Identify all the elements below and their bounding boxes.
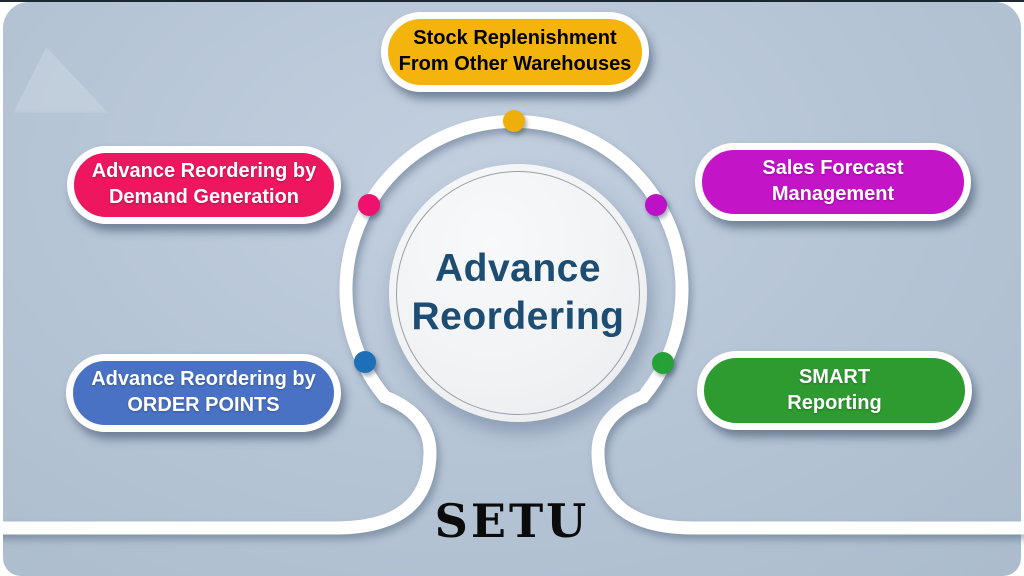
connector-dot-stock-replenishment — [503, 110, 525, 132]
node-label-line2: ORDER POINTS — [127, 394, 280, 416]
node-stock-replenishment: Stock Replenishment From Other Warehouse… — [381, 12, 649, 92]
connector-dot-demand-generation — [358, 194, 380, 216]
node-demand-generation: Advance Reordering by Demand Generation — [67, 146, 341, 224]
connector-dot-order-points — [354, 351, 376, 373]
connector-dot-sales-forecast — [645, 194, 667, 216]
node-label-line1: Advance Reordering by — [91, 160, 317, 183]
node-order-points: Advance Reordering by ORDER POINTS — [66, 354, 341, 432]
center-circle: Advance Reordering — [389, 164, 647, 422]
node-label-line2: Management — [771, 183, 895, 205]
center-title-line1: Advance — [434, 247, 602, 291]
node-sales-forecast: Sales Forecast Management — [695, 143, 971, 221]
node-label-line1: Advance Reordering by — [91, 368, 316, 391]
node-label-line2: From Other Warehouses — [398, 53, 632, 75]
node-label-line2: Reporting — [787, 391, 882, 414]
background-card: Advance Reordering Stock Replenishment F… — [3, 2, 1024, 576]
node-label-line1: Sales Forecast — [762, 157, 904, 180]
node-label-line1: SMART — [798, 365, 871, 388]
center-title: Advance Reordering — [389, 245, 647, 340]
connector-lines-layer — [3, 110, 1024, 535]
center-title-line2: Reordering — [411, 295, 625, 338]
connector-dot-smart-reporting — [652, 352, 674, 374]
node-label-line2: Demand Generation — [108, 186, 300, 208]
node-smart-reporting: SMART Reporting — [697, 351, 972, 430]
brand-logo-text: SETU — [434, 494, 590, 548]
top-border-line — [0, 0, 1024, 2]
node-label-line1: Stock Replenishment — [413, 27, 617, 50]
